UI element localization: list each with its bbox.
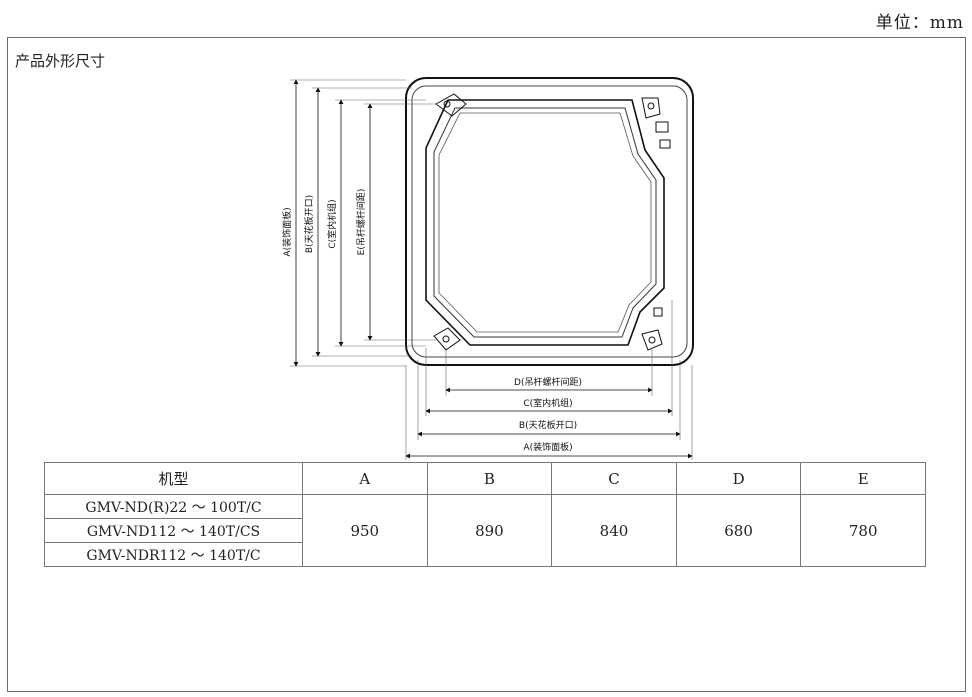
panel-outline [405,77,694,366]
table-row: GMV-ND(R)22 ～ 100T/C 950 890 840 680 780 [44,494,926,567]
value-a: 950 [302,494,428,567]
header-model: 机型 [44,462,303,495]
value-d: 680 [675,494,802,567]
model-cell: GMV-NDR112 ～ 140T/C [44,542,303,567]
dim-label-b-vertical: B(天花板开口) [303,195,315,253]
dimensions-panel [7,37,966,692]
unit-inner-2 [438,112,652,333]
section-title: 产品外形尺寸 [15,52,106,70]
table-row: GMV-NDR112 ～ 140T/C [44,542,926,567]
header-b: B [426,462,553,495]
unit-body [425,99,665,346]
dim-label-a-horizontal: A(装饰面板) [523,441,572,453]
dim-label-b-horizontal: B(天花板开口) [519,419,577,431]
model-cell: GMV-ND112 ～ 140T/CS [44,518,303,543]
table-header-row: 机型 A B C D E [44,462,926,495]
dim-label-a-vertical: A(装饰面板) [281,207,293,256]
dim-label-d-horizontal: D(吊杆螺杆间距) [514,376,582,388]
dim-label-c-vertical: C(室内机组) [326,199,338,248]
value-c: 840 [551,494,677,567]
dim-label-e-vertical: E(吊杆螺杆间距) [355,189,367,256]
header-a: A [302,462,428,495]
unit-label: 单位：mm [875,13,964,33]
pipe-connector [653,121,671,317]
hanger-bracket-top-right [641,97,661,119]
hanger-bracket-bottom-right [641,329,663,351]
value-e: 780 [800,494,926,567]
model-cell: GMV-ND(R)22 ～ 100T/C [44,494,303,519]
header-c: C [551,462,677,495]
dimensions-table: 机型 A B C D E GMV-ND(R)22 ～ 100T/C 950 89… [44,462,926,567]
ceiling-opening-outline [411,85,688,358]
value-b: 890 [426,494,553,567]
hanger-bracket-bottom-left [433,327,461,351]
dim-label-c-horizontal: C(室内机组) [523,397,572,409]
unit-inner [433,107,657,338]
header-e: E [800,462,926,495]
hanger-bracket-top-left [435,93,467,117]
header-d: D [675,462,802,495]
